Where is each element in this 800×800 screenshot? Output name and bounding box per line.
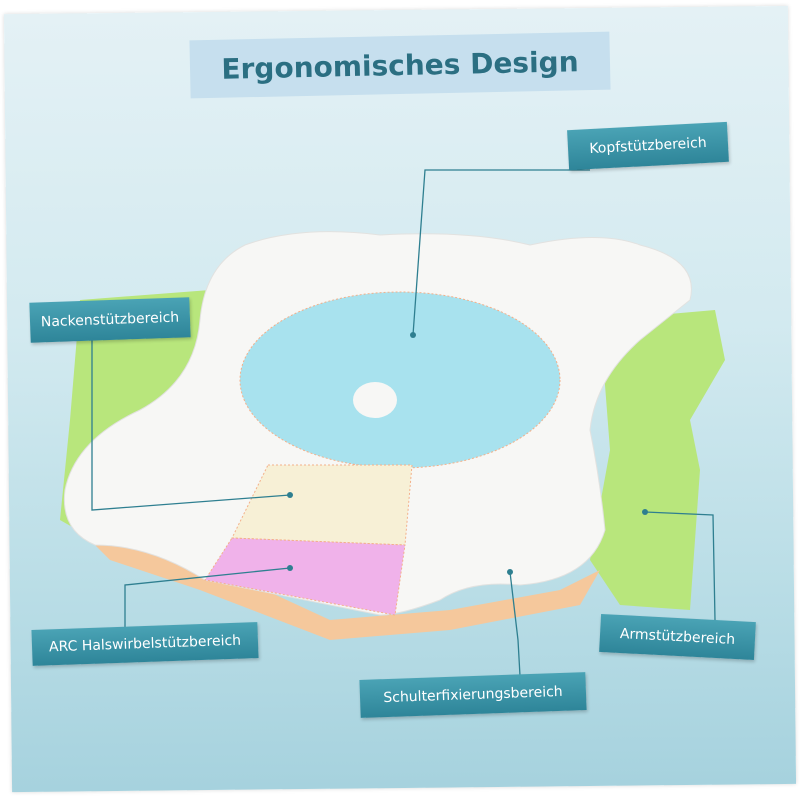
label-head-support: Kopfstützbereich (567, 121, 729, 171)
label-arm-support: Armstützbereich (599, 613, 756, 661)
arc-zone (204, 537, 406, 616)
shoulder-leader (509, 571, 521, 677)
label-text: Armstützbereich (619, 625, 736, 649)
arm-leader (644, 511, 716, 621)
right-side-foam (590, 310, 725, 610)
arc-leader (124, 567, 291, 628)
arc-dot (287, 565, 293, 571)
label-text: ARC Halswirbelstützbereich (48, 632, 242, 656)
label-text: Kopfstützbereich (588, 134, 708, 158)
label-text: Nackenstützbereich (40, 309, 180, 331)
neck-dot (287, 492, 293, 498)
label-neck-support: Nackenstützbereich (29, 297, 191, 343)
arm-dot (642, 509, 648, 515)
head-dot (410, 332, 416, 338)
label-text: Schulterfixierungsbereich (383, 683, 563, 707)
center-hole (353, 382, 397, 418)
base-foam (90, 540, 600, 640)
shoulder-dot (507, 569, 513, 575)
head-zone (239, 291, 561, 469)
label-shoulder-fixation: Schulterfixierungsbereich (359, 672, 587, 718)
neck-leader (91, 340, 291, 511)
head-leader (412, 169, 590, 336)
